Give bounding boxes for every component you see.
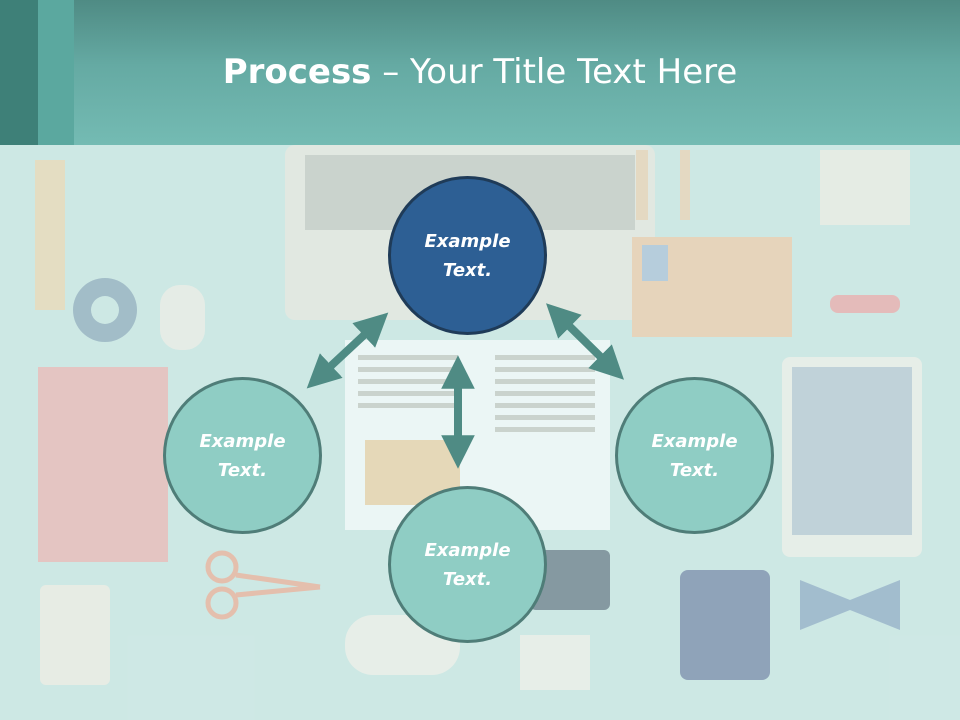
title-bold: Process: [222, 52, 372, 92]
title-bar: Process – Your Title Text Here: [0, 0, 960, 145]
camera-graphic: [530, 550, 610, 610]
header-accent-dark: [0, 0, 38, 145]
bowtie-graphic: [800, 580, 900, 630]
process-step-left-label: Example Text.: [199, 430, 286, 481]
process-step-top[interactable]: Example Text.: [388, 176, 547, 335]
calculator-graphic: [40, 585, 110, 685]
arrow-top-right: [546, 303, 624, 380]
process-step-bottom[interactable]: Example Text.: [388, 486, 547, 643]
arrow-top-left: [306, 312, 389, 389]
knife-graphic: [830, 295, 900, 313]
pencil-graphic: [35, 160, 65, 310]
scissors-graphic: [205, 550, 321, 620]
badge-graphic: [520, 635, 590, 690]
book-graphic: [38, 367, 168, 562]
title-rest: – Your Title Text Here: [371, 52, 738, 92]
slide-title[interactable]: Process – Your Title Text Here: [0, 52, 960, 92]
process-step-bottom-label: Example Text.: [424, 539, 511, 590]
header-accent-light: [38, 0, 74, 145]
process-step-left[interactable]: Example Text.: [163, 377, 322, 534]
wallet-graphic: [680, 570, 770, 680]
process-step-right[interactable]: Example Text.: [615, 377, 774, 534]
process-step-top-label: Example Text.: [424, 230, 511, 281]
process-step-right-label: Example Text.: [651, 430, 738, 481]
mouse-graphic: [160, 285, 205, 350]
